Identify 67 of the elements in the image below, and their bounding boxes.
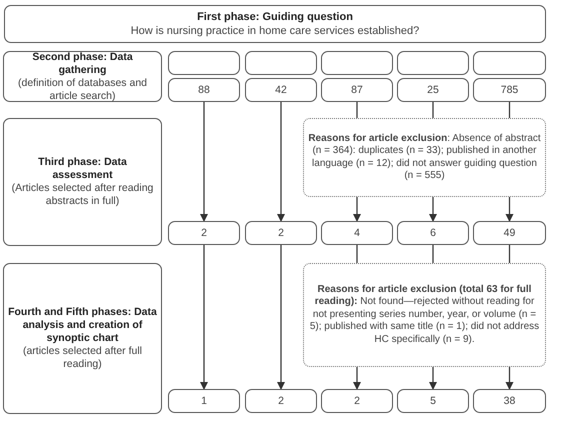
count-value: 785 [500,84,518,96]
connector-line [432,245,434,263]
phase-box [3,263,162,414]
count-value: 2 [354,394,360,408]
arrow [277,102,285,222]
arrow [429,197,437,222]
count-box [321,78,393,102]
note-text: Reasons for article exclusion (total 63 for full reading): Not found—rejected without reading for not presenting series number, year, or volume (n = 5); published with same title (n = 1); did not address HC specifically (n = 9). [308,284,540,346]
count-value: 38 [504,394,516,408]
connector-line [356,245,358,263]
count-box [473,78,546,102]
count-value: 2 [278,394,284,408]
count-value: 4 [354,226,360,240]
note-text: Reasons for article exclusion: Absence of abstract (n = 364): duplicates (n = 33); published in another language (n = 12); did not answer guiding question (n = 555) [308,132,541,182]
arrow [506,197,514,222]
connector-line [432,102,434,118]
arrow [200,245,208,390]
phase-box [3,51,162,102]
connector-line [508,245,510,263]
count-box [168,78,240,102]
database-box [245,51,317,75]
count-box [168,389,240,413]
arrow [277,245,285,390]
database-box [168,51,240,75]
count-box [321,221,393,245]
description-text: (articles selected after full reading) [22,345,144,371]
count-value: 5 [430,394,436,408]
heading-text: First phase: Guiding question [197,10,353,24]
exclusion-note-box [303,118,546,197]
connector-line [356,102,358,118]
description-text: How is nursing practice in home care services established? [130,24,420,38]
count-value: 2 [278,226,284,240]
arrow [506,367,514,390]
arrow [429,367,437,390]
description-text: (Articles selected after reading abstracts in full) [10,182,154,208]
count-value: 25 [427,84,439,96]
count-box [245,78,317,102]
heading-text: Second phase: Data gathering [31,50,134,76]
connector-line [508,102,510,118]
count-box [321,389,393,413]
database-box [397,51,469,75]
arrow [353,197,361,222]
count-value: 1 [201,394,207,408]
count-value: 88 [198,84,210,96]
count-box [245,221,317,245]
arrow [200,102,208,222]
count-value: 42 [275,84,287,96]
count-box [397,389,469,413]
count-box [397,221,469,245]
heading-text: Third phase: Data assessment [37,156,128,182]
count-box [473,221,546,245]
description-text: (definition of databases and article search) [16,76,148,102]
count-value: 2 [201,226,207,240]
exclusion-note-box [303,263,546,367]
phase-box [4,5,546,43]
database-box [473,51,546,75]
count-value: 49 [504,226,516,240]
count-box [397,78,469,102]
count-box [168,221,240,245]
count-value: 6 [430,226,436,240]
count-value: 87 [351,84,363,96]
count-box [473,389,546,413]
heading-text: Fourth and Fifth phases: Data analysis and creation of synoptic chart [8,306,157,345]
arrow [353,367,361,390]
database-box [321,51,393,75]
count-box [245,389,317,413]
phase-box [3,118,162,246]
